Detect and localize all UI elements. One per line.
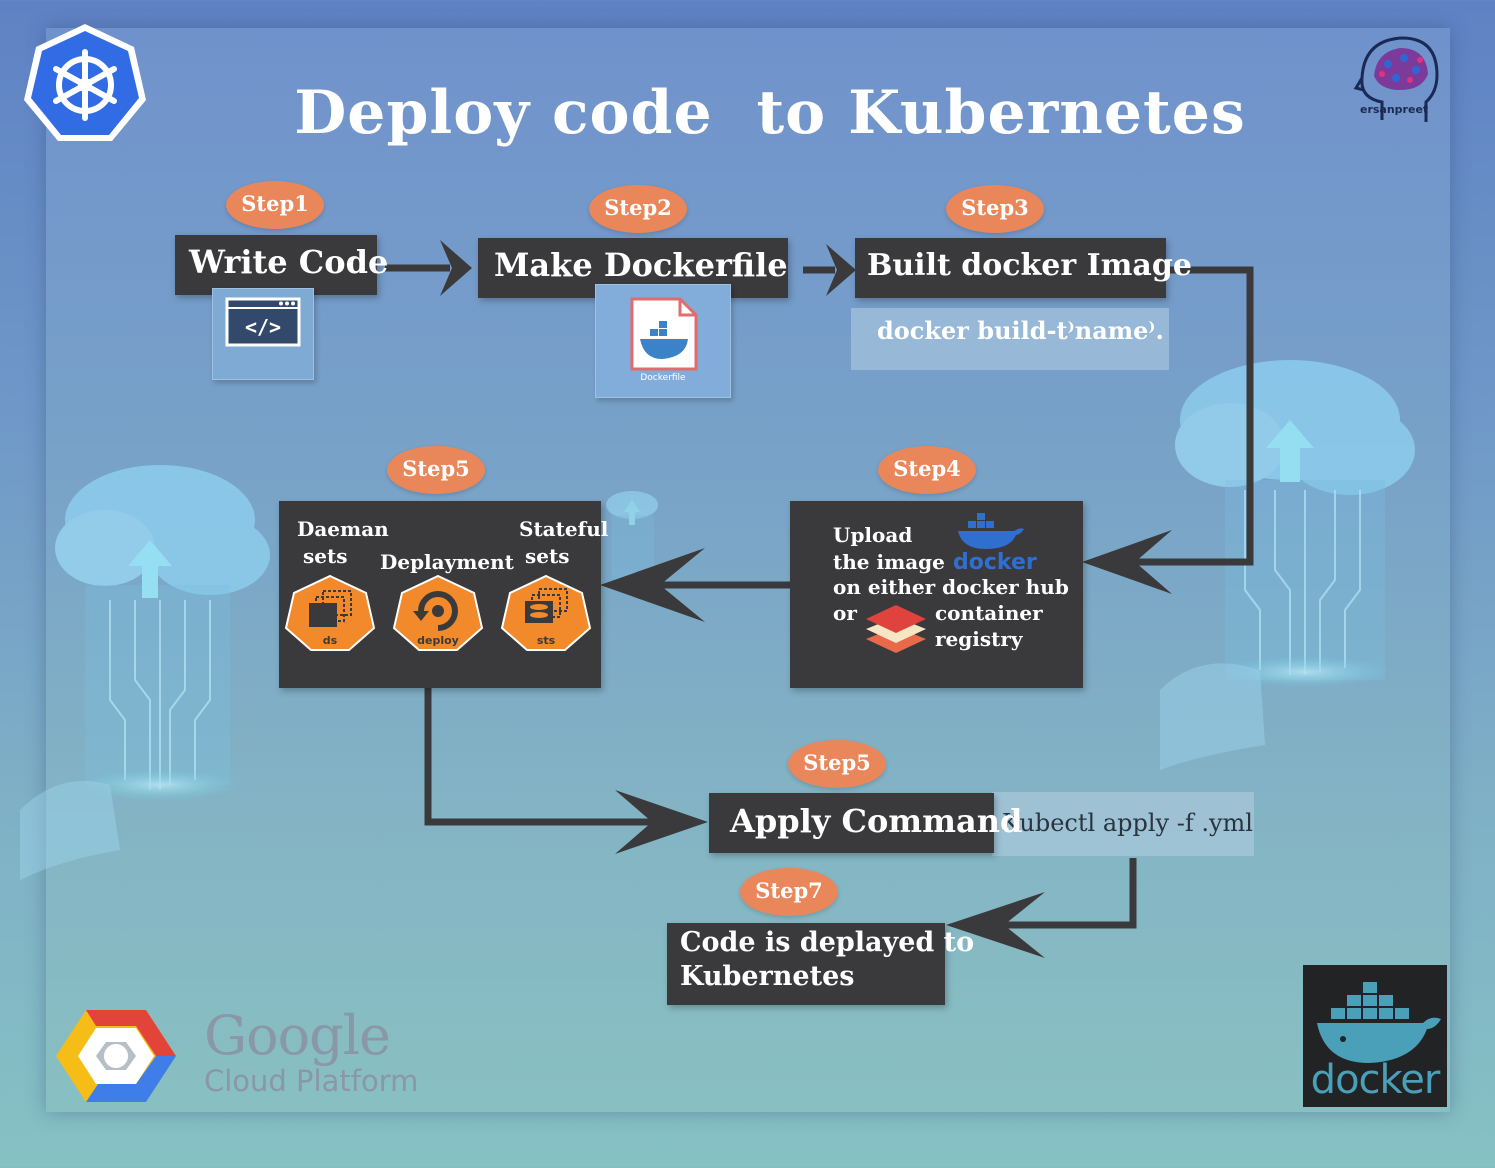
apply-command-text: Kubectl apply -f .yml	[1002, 809, 1253, 837]
step3-label: Built docker Image	[867, 248, 1192, 283]
step3-box: Built docker Image	[855, 238, 1192, 298]
arrow-step3-step4	[1120, 266, 1254, 566]
step5-apply-badge: Step5	[788, 740, 886, 788]
step2-label: Make Dockerfile	[494, 246, 788, 284]
step1-badge: Step1	[226, 181, 324, 229]
gcp-hexagon-icon	[56, 1010, 176, 1102]
code-window-icon: </>	[225, 297, 301, 347]
step4-line4: or	[833, 601, 857, 625]
step5-objects-box: Daeman sets Deplayment Stateful sets ds …	[279, 501, 608, 688]
step5-objects-badge: Step5	[387, 446, 485, 494]
kubernetes-logo-icon	[24, 24, 146, 141]
dockerfile-icon	[630, 297, 698, 371]
apply-command-label: Apply Command	[730, 802, 1023, 840]
step4-registry-line2: registry	[935, 627, 1023, 651]
gcp-cloud-platform-text: Cloud Platform	[204, 1064, 419, 1098]
deploy-label: deploy	[417, 634, 459, 647]
brain-head-logo-icon	[1353, 36, 1439, 122]
step5-apply-box: Apply Command	[709, 793, 1022, 853]
container-registry-icon	[866, 605, 926, 653]
deployment-icon: deploy	[392, 574, 484, 651]
step4-line3: on either docker hub	[833, 575, 1069, 599]
arrow-step5-apply	[424, 688, 660, 826]
gcp-google-text: Google	[204, 1004, 391, 1067]
daemon-sets-label-top: Daeman	[297, 517, 389, 541]
deployment-label: Deplayment	[380, 550, 514, 574]
right-cloud-art	[1160, 360, 1415, 770]
daemon-sets-label-bottom: sets	[303, 544, 348, 568]
step3-badge: Step3	[946, 185, 1044, 233]
code-card: </>	[212, 288, 314, 380]
step3-command: docker build-t⁾name⁾.	[851, 308, 1169, 370]
dockerfile-card: Dockerfile	[595, 284, 731, 398]
step1-label: Write Code	[189, 243, 389, 281]
step2-badge: Step2	[589, 185, 687, 233]
step1-box: Write Code	[175, 235, 388, 295]
docker-logo-text: docker	[1310, 1057, 1441, 1103]
small-cloud-art	[606, 491, 658, 580]
svg-text:</>: </>	[245, 315, 281, 339]
docker-logo-icon	[1317, 982, 1441, 1063]
step4-registry-line1: container	[935, 601, 1043, 625]
step4-line2: the image	[833, 550, 945, 574]
ds-label: ds	[323, 634, 338, 647]
daemonset-icon: ds	[284, 574, 376, 651]
sts-label: sts	[537, 634, 556, 647]
step7-line1: Code is deplayed to	[680, 927, 975, 958]
docker-whale-icon	[958, 513, 1024, 549]
dockerfile-caption: Dockerfile	[640, 373, 686, 383]
page-title: Deploy code to Kubernetes	[294, 78, 1246, 148]
docker-logo-box: docker	[1303, 965, 1447, 1107]
statefulset-icon: sts	[500, 574, 592, 651]
stateful-sets-label-bottom: sets	[525, 544, 570, 568]
step3-command-text: docker build-t⁾name⁾.	[877, 316, 1164, 345]
step7-badge: Step7	[740, 868, 838, 916]
watermark-text: ersanpreet	[1360, 103, 1429, 116]
step7-line2: Kubernetes	[680, 961, 855, 992]
stateful-sets-label-top: Stateful	[519, 517, 609, 541]
step7-box: Code is deplayed to Kubernetes	[667, 923, 974, 1005]
arrow-apply-step7	[1000, 858, 1137, 929]
step4-box: Upload the image on either docker hub or…	[790, 501, 1083, 688]
step4-docker-word: docker	[953, 550, 1037, 575]
apply-command-field: Kubectl apply -f .yml	[992, 792, 1254, 856]
step4-badge: Step4	[878, 446, 976, 494]
left-cloud-art	[20, 465, 270, 880]
step4-line1: Upload	[833, 523, 913, 547]
